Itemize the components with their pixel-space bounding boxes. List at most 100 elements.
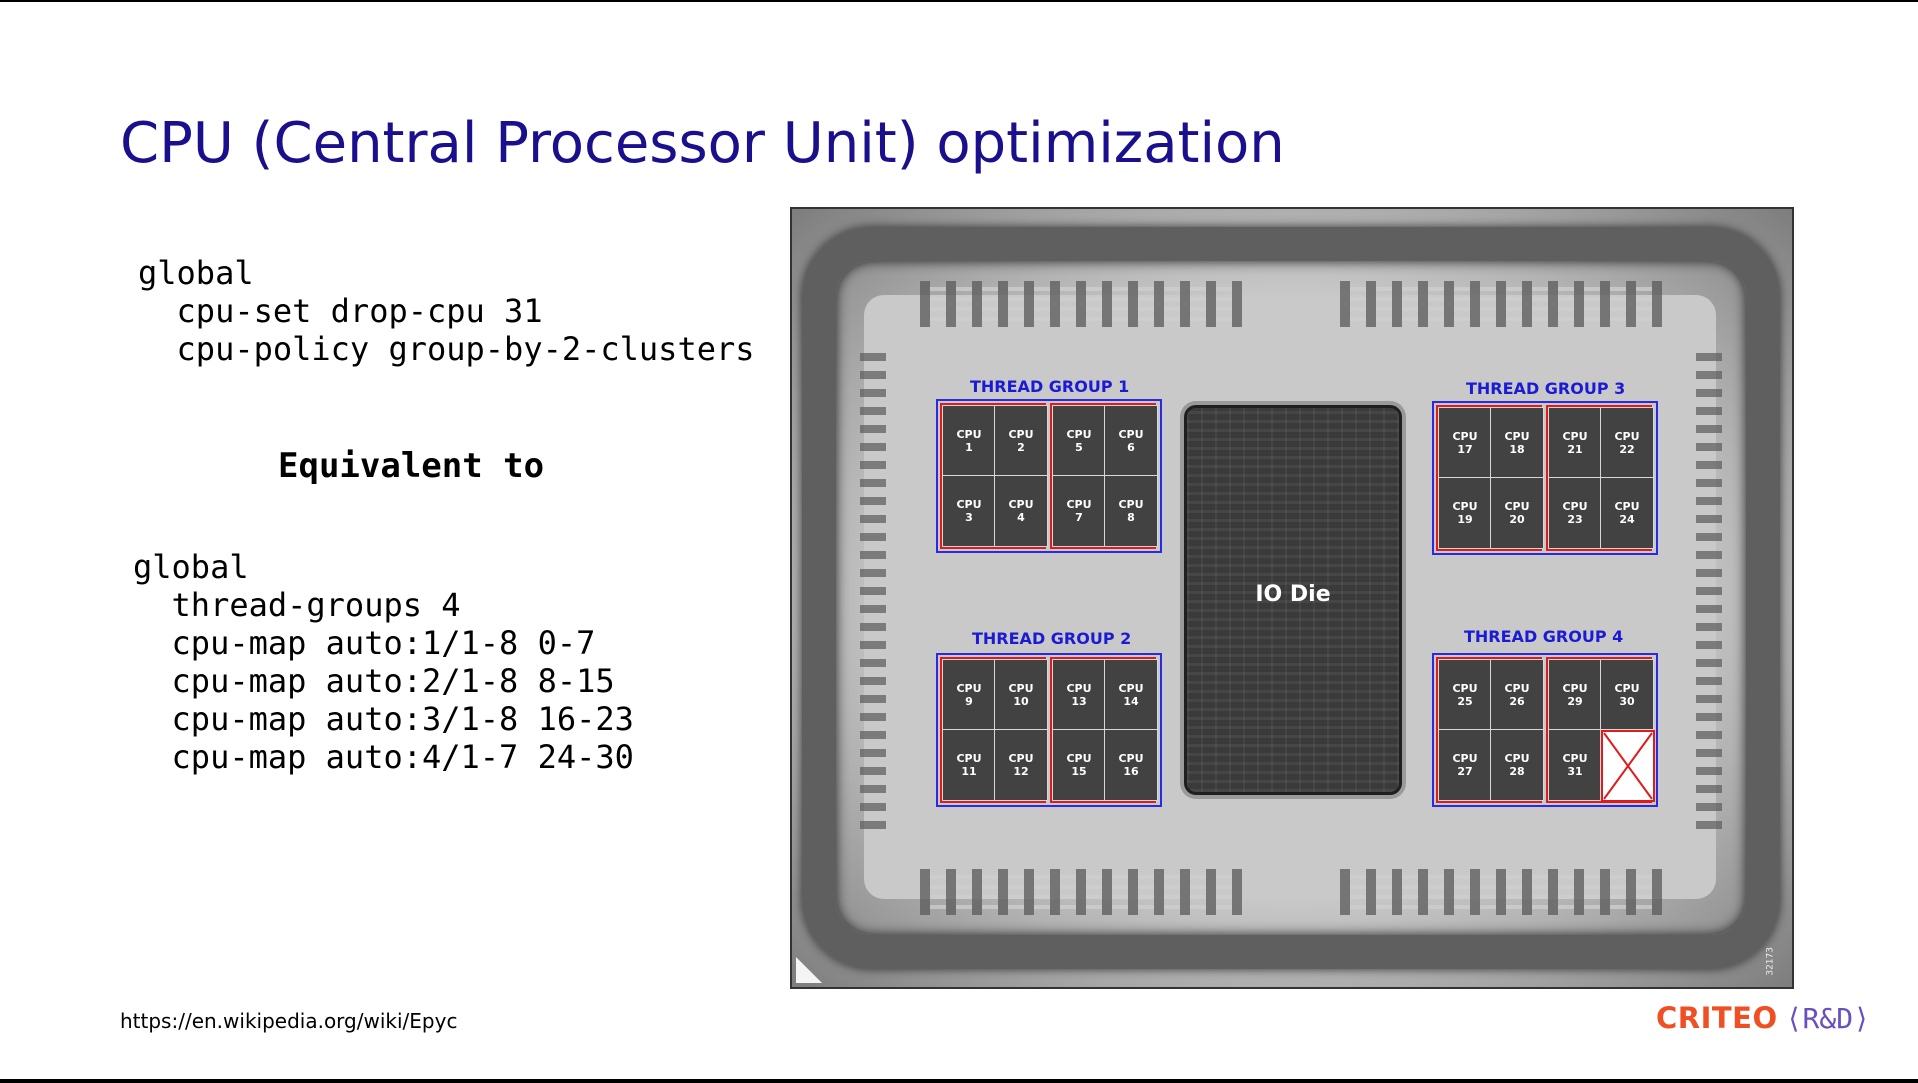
config-line: cpu-map auto:3/1-8 16-23 — [133, 700, 634, 738]
cpu-label: CPU — [1504, 430, 1530, 443]
pad-column — [1696, 349, 1722, 829]
cpu-number: 27 — [1457, 765, 1473, 778]
cpu-label: CPU — [1452, 752, 1478, 765]
cpu-label: CPU — [1008, 498, 1034, 511]
cpu-number: 23 — [1567, 513, 1583, 526]
cpu-number: 16 — [1123, 765, 1139, 778]
cpu-number: 21 — [1567, 443, 1583, 456]
thread-group-label: THREAD GROUP 2 — [972, 629, 1132, 648]
cpu-label: CPU — [1118, 498, 1144, 511]
io-die-label: IO Die — [1255, 582, 1331, 607]
pad-row — [920, 281, 1242, 327]
cpu-label: CPU — [1614, 682, 1640, 695]
config-line: cpu-map auto:2/1-8 8-15 — [133, 662, 615, 700]
cpu-number: 2 — [1017, 441, 1025, 454]
cpu-label: CPU — [956, 498, 982, 511]
cpu-number: 24 — [1619, 513, 1635, 526]
cpu-label: CPU — [1562, 500, 1588, 513]
cpu-number: 30 — [1619, 695, 1635, 708]
cpu-number: 10 — [1013, 695, 1029, 708]
io-die: IO Die — [1184, 405, 1402, 795]
config-before: global cpu-set drop-cpu 31 cpu-policy gr… — [138, 254, 755, 368]
cpu-label: CPU — [1452, 500, 1478, 513]
pad-row — [1340, 281, 1662, 327]
thread-group-label: THREAD GROUP 1 — [970, 377, 1130, 396]
logo-brand: CRITEO — [1656, 1001, 1778, 1035]
cpu-number: 14 — [1123, 695, 1139, 708]
cpu-number: 4 — [1017, 511, 1025, 524]
cpu-number: 7 — [1075, 511, 1083, 524]
cpu-number: 18 — [1509, 443, 1525, 456]
config-line: cpu-map auto:1/1-8 0-7 — [133, 624, 596, 662]
config-line: cpu-policy group-by-2-clusters — [138, 330, 755, 368]
cpu-label: CPU — [1452, 430, 1478, 443]
cpu-label: CPU — [956, 752, 982, 765]
cpu-number: 17 — [1457, 443, 1473, 456]
config-line: cpu-map auto:4/1-7 24-30 — [133, 738, 634, 776]
cpu-number: 3 — [965, 511, 973, 524]
cpu-label: CPU — [1118, 682, 1144, 695]
source-link[interactable]: https://en.wikipedia.org/wiki/Epyc — [120, 1009, 458, 1033]
cpu-label: CPU — [1504, 500, 1530, 513]
cpu-number: 6 — [1127, 441, 1135, 454]
pad-row — [920, 869, 1242, 915]
cpu-label: CPU — [1614, 500, 1640, 513]
thread-group-label: THREAD GROUP 3 — [1466, 379, 1626, 398]
cpu-label: CPU — [1562, 682, 1588, 695]
cpu-number: 19 — [1457, 513, 1473, 526]
pad-column — [860, 349, 886, 829]
config-line: global — [138, 254, 254, 292]
cpu-number: 22 — [1619, 443, 1635, 456]
cpu-number: 31 — [1567, 765, 1583, 778]
cpu-number: 26 — [1509, 695, 1525, 708]
cpu-label: CPU — [1504, 752, 1530, 765]
cpu-label: CPU — [1118, 428, 1144, 441]
cpu-label: CPU — [1066, 428, 1092, 441]
equivalent-heading: Equivalent to — [278, 446, 545, 486]
cpu-label: CPU — [1066, 498, 1092, 511]
cpu-label: CPU — [1562, 752, 1588, 765]
cpu-number: 29 — [1567, 695, 1583, 708]
cpu-number: 28 — [1509, 765, 1525, 778]
die-corner-mark — [796, 957, 822, 983]
cpu-label: CPU — [956, 682, 982, 695]
cpu-number: 1 — [965, 441, 973, 454]
config-line: global — [133, 548, 249, 586]
cpu-die-image: IO Die THREAD GROUP 1 THREAD GROUP 3 THR… — [790, 207, 1794, 989]
cpu-number: 11 — [961, 765, 977, 778]
config-after: global thread-groups 4 cpu-map auto:1/1-… — [133, 548, 634, 776]
config-line: thread-groups 4 — [133, 586, 461, 624]
pad-row — [1340, 869, 1662, 915]
slide-top-border — [0, 0, 1918, 2]
